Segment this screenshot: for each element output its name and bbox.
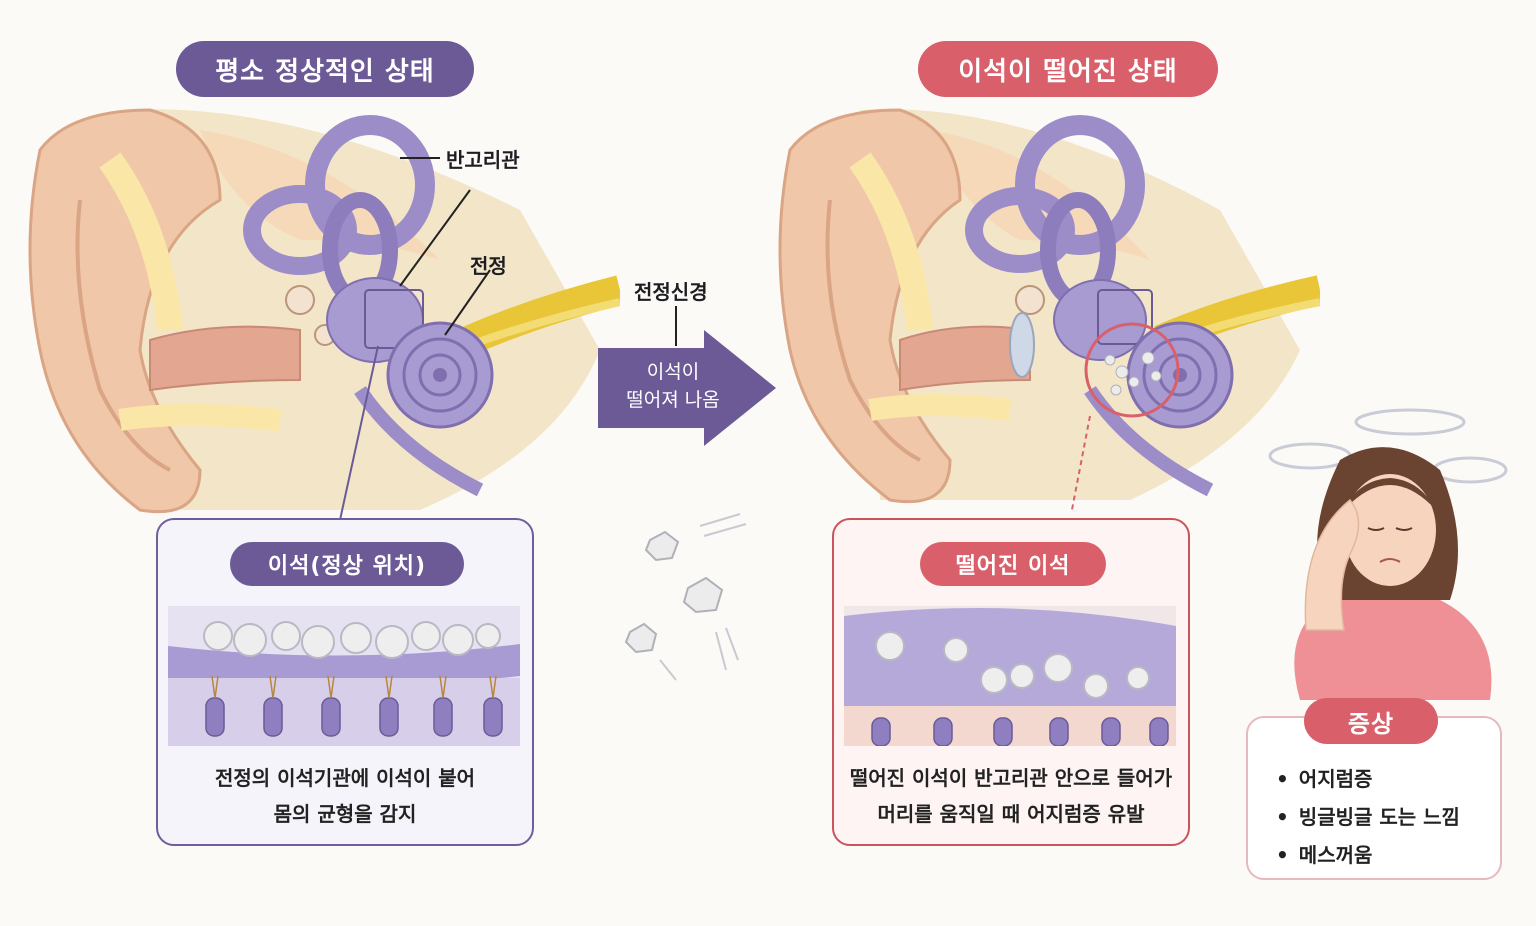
normal-ear-illustration xyxy=(28,108,620,521)
normal-otolith-panel-title-text: 이석(정상 위치) xyxy=(267,554,427,579)
dislodged-otolith-panel-title: 떨어진 이석 xyxy=(920,542,1106,586)
normal-otolith-panel-title: 이석(정상 위치) xyxy=(230,542,464,586)
symptom-title: 증상 xyxy=(1304,698,1438,744)
dislodged-caption-line-1: 떨어진 이석이 반고리관 안으로 들어가 xyxy=(849,766,1173,790)
dislodge-arrow xyxy=(598,330,776,446)
normal-otolith-cells-illustration xyxy=(168,606,520,746)
arrow-text-line-2: 떨어져 나옴 xyxy=(626,389,720,411)
normal-caption-line-1: 전정의 이석기관에 이석이 붙어 xyxy=(214,766,476,790)
normal-caption-line-2: 몸의 균형을 감지 xyxy=(273,802,417,826)
dislodged-otolith-cells-illustration xyxy=(844,606,1176,746)
nerve-leader-line xyxy=(675,306,677,346)
vestibular-nerve-label: 전정신경 xyxy=(634,280,708,304)
dislodged-otolith-panel: 떨어진 이석 떨어진 이석이 반고리관 안으로 들어가 머리를 움직일 때 어지… xyxy=(832,518,1190,846)
dislodged-state-header-text: 이석이 떨어진 상태 xyxy=(958,56,1178,87)
dislodged-otolith-caption: 떨어진 이석이 반고리관 안으로 들어가 머리를 움직일 때 어지럼증 유발 xyxy=(834,760,1188,832)
arrow-text-line-1: 이석이 xyxy=(646,361,700,383)
normal-otolith-caption: 전정의 이석기관에 이석이 붙어 몸의 균형을 감지 xyxy=(158,760,532,832)
dislodged-otolith-panel-title-text: 떨어진 이석 xyxy=(955,554,1071,579)
vestibule-label: 전정 xyxy=(470,254,507,278)
dislodged-ear-illustration xyxy=(778,108,1320,510)
symptom-list: 어지럼증 빙글빙글 도는 느낌 메스꺼움 xyxy=(1276,760,1460,874)
normal-state-header-text: 평소 정상적인 상태 xyxy=(215,56,435,87)
dislodged-caption-line-2: 머리를 움직일 때 어지럼증 유발 xyxy=(877,802,1145,826)
symptom-item: 어지럼증 xyxy=(1276,760,1460,798)
dislodge-arrow-text: 이석이 떨어져 나옴 xyxy=(598,358,748,418)
symptom-title-text: 증상 xyxy=(1347,709,1395,738)
normal-otolith-panel: 이석(정상 위치) 전정의 이석기관에 이석이 붙어 몸의 균형을 감지 xyxy=(156,518,534,846)
semicircular-canal-label: 반고리관 xyxy=(446,148,520,172)
falling-otoliths-illustration xyxy=(624,513,747,681)
dislodged-state-header: 이석이 떨어진 상태 xyxy=(918,41,1218,97)
normal-state-header: 평소 정상적인 상태 xyxy=(176,41,474,97)
symptom-item: 빙글빙글 도는 느낌 xyxy=(1276,798,1460,836)
dizzy-woman-illustration xyxy=(1268,408,1508,700)
symptom-item: 메스꺼움 xyxy=(1276,836,1460,874)
